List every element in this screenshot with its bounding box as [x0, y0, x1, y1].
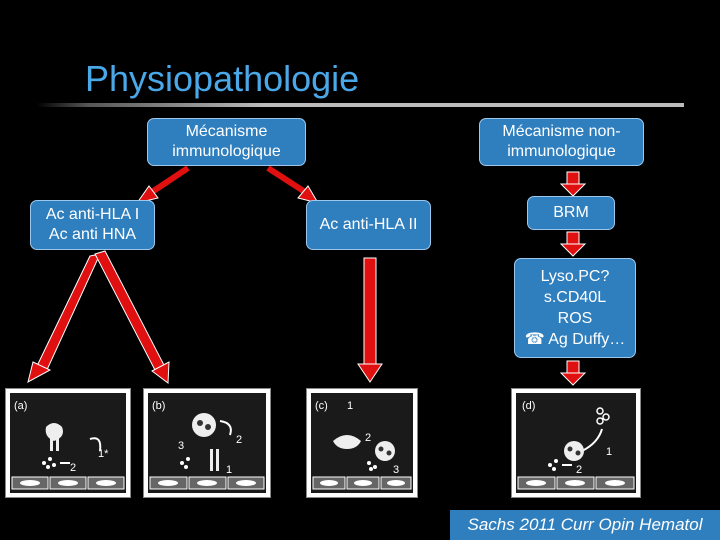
step-number: 1: [347, 400, 353, 412]
step-number: 1: [226, 464, 232, 476]
panel-label: (a): [14, 400, 27, 412]
panel-d-illustration: (d) 1 2: [516, 393, 636, 493]
box-line: Ac anti-HLA II: [319, 216, 418, 233]
panel-label: (b): [152, 400, 165, 412]
step-number: 2: [236, 434, 242, 446]
panel-label: (d): [522, 400, 535, 412]
step-number: 2: [365, 432, 371, 444]
arrow-hla2-to-panel-c: [357, 257, 383, 383]
step-number: 3: [393, 464, 399, 476]
arrow-hla1-to-panel-b: [94, 250, 170, 384]
step-number: 2: [576, 464, 582, 476]
step-number: 2: [70, 462, 76, 474]
cytokine-dots-icon: [42, 457, 56, 469]
panel-c: (c) 1 2 3: [306, 388, 418, 498]
step-number: 1*: [98, 448, 109, 460]
step-number: 3: [178, 440, 184, 452]
arrow-immuno-to-hla2: [266, 165, 320, 204]
endothelium-icon: [312, 476, 412, 490]
neutrophil-icon: [564, 441, 584, 461]
step-number: 1: [606, 446, 612, 458]
box-non-immunological-mechanism: Mécanisme non-immunologique: [479, 118, 644, 166]
cytokine-dots-icon: [180, 457, 190, 469]
title-underline: [36, 103, 684, 107]
box-line: immunologique: [172, 143, 281, 160]
box-line: Mécanisme non-: [502, 123, 621, 140]
panel-a-illustration: (a) 1* 2: [10, 393, 126, 493]
panel-d: (d) 1 2: [511, 388, 641, 498]
panel-label: (c): [315, 400, 328, 412]
lipid-molecules-icon: [596, 407, 610, 425]
endothelium-icon: [517, 476, 635, 490]
box-line: ☎ Ag Duffy…: [525, 329, 626, 350]
neutrophil-icon: [192, 413, 216, 437]
box-line: Lyso.PC?: [540, 268, 610, 285]
endothelium-icon: [11, 476, 125, 490]
neutrophil-icon: [375, 441, 395, 461]
arrow-brm-to-lyso: [559, 231, 587, 257]
cytokine-dots-icon: [548, 459, 558, 471]
panel-b-illustration: (b) 2 3 1: [148, 393, 266, 493]
platelet-icon: [45, 423, 63, 451]
box-line-text: Ag Duffy…: [548, 331, 626, 348]
arrow-hla1-to-panel-a: [27, 253, 101, 383]
box-line: BRM: [553, 204, 589, 221]
page-title: Physiopathologie: [85, 58, 360, 99]
box-line: Ac anti-HLA I: [45, 206, 140, 223]
panel-c-illustration: (c) 1 2 3: [311, 393, 413, 493]
box-lyso-pc: Lyso.PC? s.CD40L ROS ☎ Ag Duffy…: [514, 258, 636, 358]
telephone-icon: ☎: [524, 331, 549, 348]
box-line: s.CD40L: [543, 289, 607, 306]
box-line: Mécanisme: [185, 123, 268, 140]
panel-a: (a) 1* 2: [5, 388, 131, 498]
arrow-immuno-to-hla1: [135, 165, 190, 204]
endothelium-icon: [149, 476, 265, 490]
citation: Sachs 2011 Curr Opin Hematol: [450, 510, 720, 540]
box-immunological-mechanism: Mécanisme immunologique: [147, 118, 306, 166]
box-brm: BRM: [527, 196, 615, 230]
monocyte-icon: [333, 435, 361, 449]
box-line: Ac anti HNA: [48, 226, 137, 243]
box-line: ROS: [557, 310, 593, 327]
cytokine-dots-icon: [367, 461, 377, 471]
box-anti-hla2: Ac anti-HLA II: [306, 200, 431, 250]
box-anti-hla1: Ac anti-HLA I Ac anti HNA: [30, 200, 155, 250]
arrow-non-immuno-to-brm: [559, 171, 587, 197]
box-line: immunologique: [507, 143, 616, 160]
panel-b: (b) 2 3 1: [143, 388, 271, 498]
arrow-lyso-to-panel-d: [559, 360, 587, 386]
